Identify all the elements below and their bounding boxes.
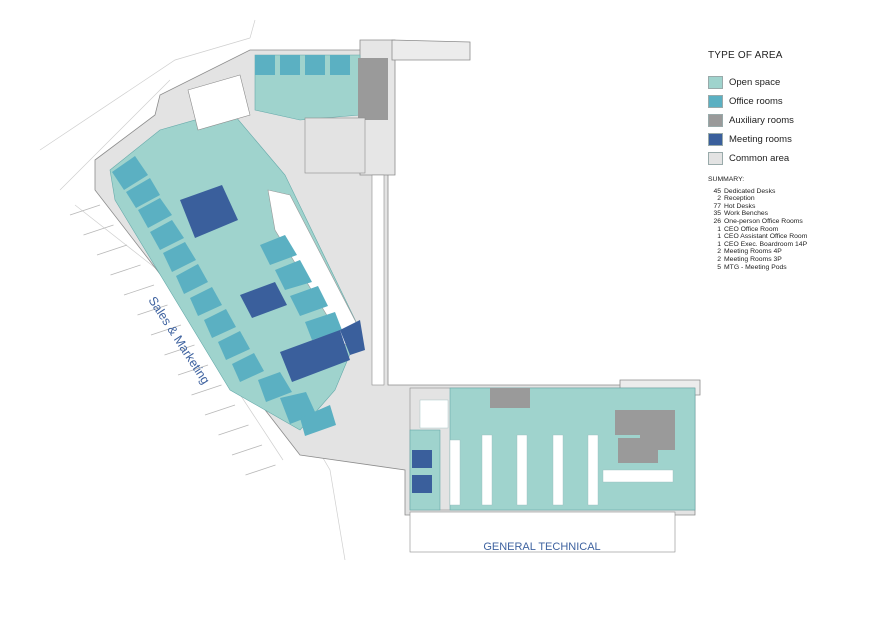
legend-title: TYPE OF AREA — [708, 50, 783, 61]
parking-tick — [83, 224, 114, 236]
summary-label: CEO Assistant Office Room — [724, 233, 808, 241]
parking-tick — [150, 324, 182, 336]
summary-count: 26 — [713, 217, 721, 225]
parking-tick — [137, 304, 168, 316]
summary-label: Reception — [724, 195, 755, 203]
summary-count: 2 — [717, 195, 721, 203]
parking-ticks — [69, 204, 276, 476]
legend-label: Common area — [729, 153, 790, 164]
legend-label: Open space — [729, 77, 781, 88]
parking-tick — [204, 404, 236, 416]
summary-label: MTG - Meeting Pods — [724, 263, 787, 271]
parking-tick — [218, 424, 249, 436]
summary-title: SUMMARY: — [708, 176, 745, 183]
technical-wing — [409, 387, 696, 511]
summary-count: 45 — [713, 187, 721, 195]
legend-swatch — [708, 152, 723, 165]
sales-wing — [109, 54, 388, 436]
parking-tick — [245, 464, 276, 476]
summary-label: Meeting Rooms 4P — [724, 248, 782, 256]
legend-label: Meeting rooms — [729, 134, 792, 145]
summary-count: 1 — [717, 233, 721, 241]
summary-count: 1 — [717, 240, 721, 248]
parking-tick — [123, 284, 155, 296]
legend-swatch — [708, 133, 723, 146]
summary-count: 5 — [717, 263, 721, 271]
summary-count: 2 — [717, 248, 721, 256]
legend-swatch — [708, 76, 723, 89]
summary-label: Hot Desks — [724, 202, 756, 210]
summary-count: 1 — [717, 225, 721, 233]
parking-tick — [164, 344, 195, 356]
parking-tick — [177, 364, 209, 376]
summary-label: CEO Exec. Boardroom 14P — [724, 240, 808, 248]
summary-label: Meeting Rooms 3P — [724, 255, 782, 263]
parking-tick — [231, 444, 263, 456]
legend-item: Auxiliary rooms — [708, 111, 868, 130]
parking-tick — [191, 384, 222, 396]
summary-count: 2 — [717, 255, 721, 263]
zone-label-technical: GENERAL TECHNICAL — [483, 541, 600, 553]
parking-tick — [69, 204, 101, 216]
summary-label: Dedicated Desks — [724, 187, 776, 195]
summary-label: CEO Office Room — [724, 225, 779, 233]
legend-swatch — [708, 114, 723, 127]
parking-tick — [96, 244, 128, 256]
legend-label: Auxiliary rooms — [729, 115, 794, 126]
legend-label: Office rooms — [729, 96, 783, 107]
parking-tick — [110, 264, 141, 276]
legend-swatch — [708, 95, 723, 108]
summary-label: One-person Office Rooms — [724, 217, 803, 225]
summary-count: 35 — [713, 210, 721, 218]
legend-item: Common area — [708, 149, 868, 168]
summary-count: 77 — [713, 202, 721, 210]
legend-item: Open space — [708, 73, 868, 92]
summary-label: Work Benches — [724, 210, 769, 218]
legend-item: Meeting rooms — [708, 130, 868, 149]
legend-item: Office rooms — [708, 92, 868, 111]
corridor — [371, 174, 676, 553]
